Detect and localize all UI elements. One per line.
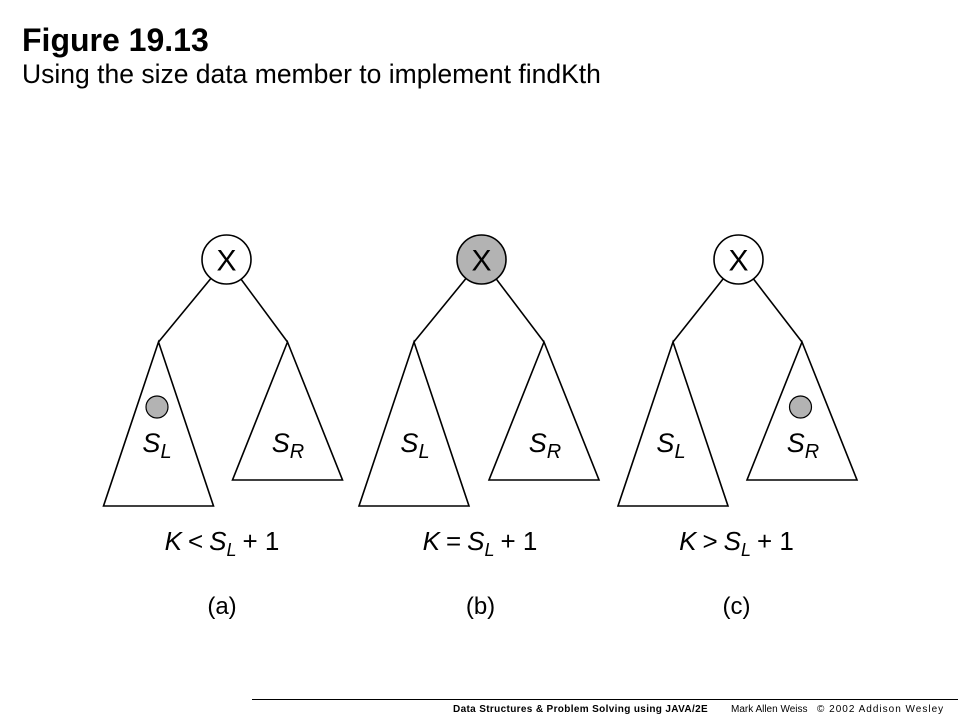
left-subtree-triangle (102, 339, 215, 507)
right-subtree-triangle (231, 339, 344, 481)
condition-formula: K<SL + 1 (165, 526, 280, 560)
root-label: X (216, 245, 236, 278)
left-subtree-subscript: L (418, 441, 429, 463)
condition-plus-one: + 1 (757, 526, 794, 556)
condition-operator: = (446, 526, 461, 556)
root-label: X (471, 245, 491, 278)
kth-marker-right (788, 395, 813, 419)
right-subtree-label: SR (272, 428, 304, 463)
footer-book-title: Data Structures & Problem Solving using … (453, 704, 709, 715)
root-node (713, 234, 764, 285)
left-subtree-subscript: L (160, 441, 171, 463)
diagram-caption: (b) (466, 593, 495, 620)
diagram-caption: (a) (207, 593, 236, 620)
right-subtree-size-symbol: S (787, 428, 805, 458)
kth-marker-left (145, 395, 169, 419)
right-subtree-subscript: R (805, 441, 819, 463)
root-label: X (728, 245, 748, 278)
left-subtree-size-symbol: S (400, 428, 418, 458)
footer-author: Mark Allen Weiss (731, 704, 808, 715)
figure-subtitle: Using the size data member to implement … (22, 59, 601, 89)
condition-subscript: L (226, 540, 236, 560)
diagram-c: X SL SR K>SL+ 1 (c) (616, 234, 859, 620)
left-subtree-label: SL (400, 428, 429, 463)
left-subtree-size-symbol: S (142, 428, 160, 458)
condition-k: K (679, 526, 698, 556)
right-subtree-label: SR (787, 428, 819, 463)
condition-size-symbol: S (724, 526, 742, 556)
left-subtree-label: SL (656, 428, 685, 463)
condition-subscript: L (741, 540, 751, 560)
condition-formula: K>SL + 1 (679, 526, 794, 560)
left-subtree-label: SL (142, 428, 171, 463)
condition-k: K (165, 526, 184, 556)
left-subtree-triangle (616, 339, 730, 507)
figure-title: Figure 19.13 (22, 22, 209, 58)
diagram-a: X SL SR K<SL+ 1 (a) (102, 234, 344, 620)
right-subtree-size-symbol: S (272, 428, 290, 458)
root-node (456, 234, 507, 285)
condition-subscript: L (484, 540, 494, 560)
left-subtree-triangle (357, 339, 471, 507)
right-subtree-triangle (487, 339, 601, 481)
condition-size-symbol: S (467, 526, 485, 556)
footer-divider (252, 699, 958, 700)
right-subtree-subscript: R (290, 441, 304, 463)
condition-plus-one: + 1 (243, 526, 280, 556)
right-subtree-label: SR (529, 428, 561, 463)
right-subtree-size-symbol: S (529, 428, 547, 458)
diagram-caption: (c) (723, 593, 751, 620)
condition-operator: < (188, 526, 203, 556)
condition-plus-one: + 1 (501, 526, 538, 556)
condition-size-symbol: S (209, 526, 227, 556)
diagram-b: X SL SR K=SL+ 1 (b) (357, 234, 601, 620)
right-subtree-subscript: R (547, 441, 561, 463)
root-node (201, 234, 252, 285)
left-subtree-subscript: L (674, 441, 685, 463)
left-subtree-size-symbol: S (656, 428, 674, 458)
condition-operator: > (702, 526, 717, 556)
condition-k: K (423, 526, 442, 556)
footer-copyright: © 2002 Addison Wesley (817, 704, 945, 715)
condition-formula: K=SL + 1 (423, 526, 538, 560)
